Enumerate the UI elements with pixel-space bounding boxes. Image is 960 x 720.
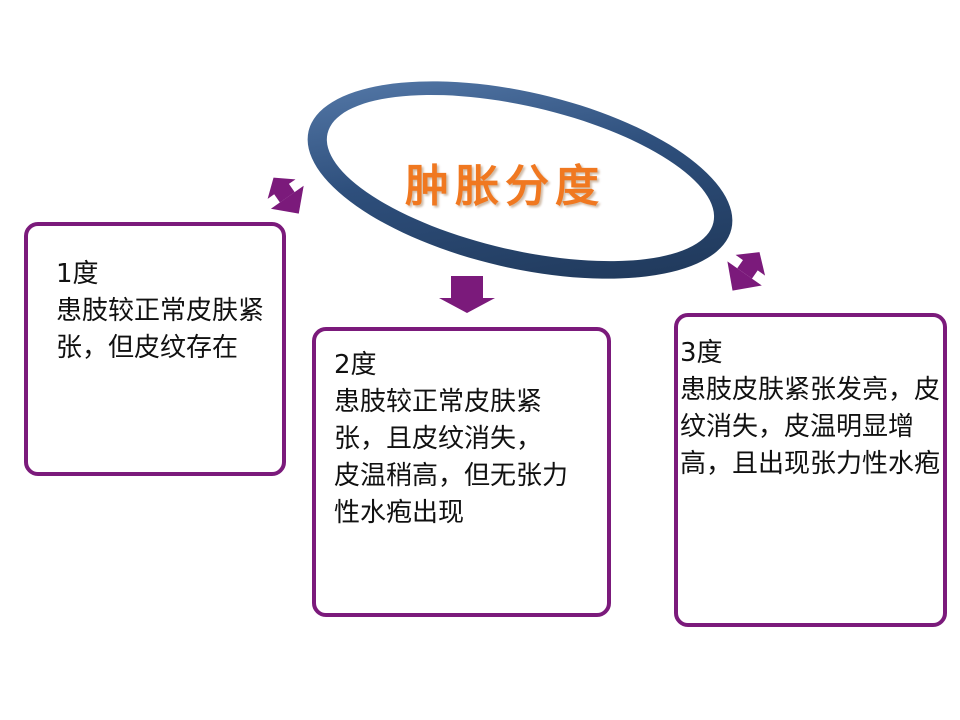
- level-2-label: 2度: [334, 350, 377, 380]
- level-2-text: 患肢较正常皮肤紧张，且皮纹消失， 皮温稍高，但无张力性水疱出现: [334, 387, 569, 528]
- level-1-text: 患肢较正常皮肤紧张，但皮纹存在: [56, 296, 265, 363]
- diagram-title: 肿胀分度: [405, 161, 605, 212]
- level-3-box: 3度 患肢皮肤紧张发亮，皮纹消失，皮温明显增高，且出现张力性水疱: [674, 313, 947, 627]
- level-3-label: 3度: [680, 338, 723, 368]
- ribbon-ring: [307, 81, 733, 279]
- level-1-label: 1度: [56, 259, 99, 289]
- arrow-right: [727, 252, 766, 291]
- arrow-center: [439, 276, 495, 313]
- level-3-text: 患肢皮肤紧张发亮，皮纹消失，皮温明显增高，且出现张力性水疱: [680, 375, 941, 479]
- level-2-box: 2度 患肢较正常皮肤紧张，且皮纹消失， 皮温稍高，但无张力性水疱出现: [312, 327, 611, 617]
- level-1-box: 1度 患肢较正常皮肤紧张，但皮纹存在: [24, 222, 286, 476]
- arrow-left: [267, 177, 304, 214]
